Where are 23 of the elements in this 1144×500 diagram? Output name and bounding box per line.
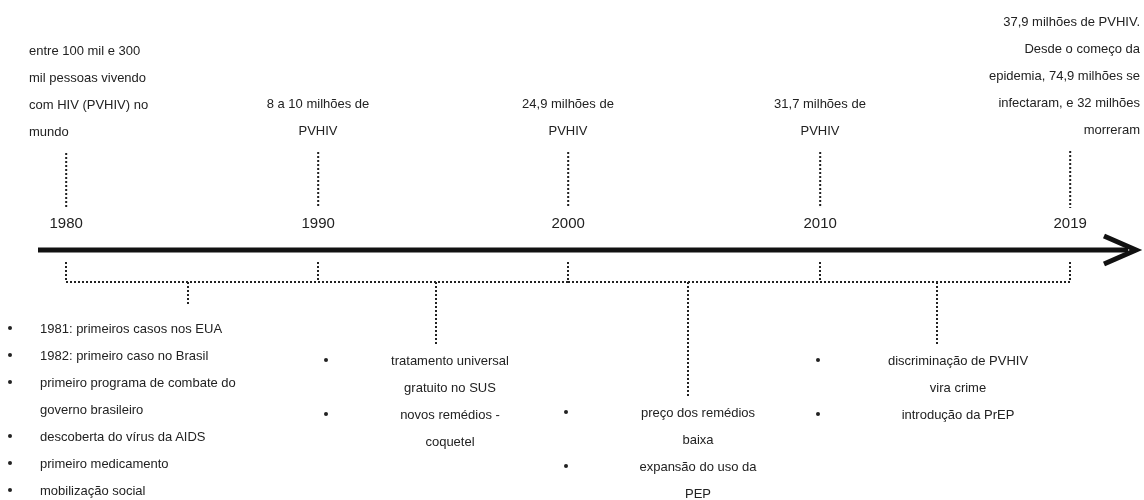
- dotted-connector: [567, 151, 570, 209]
- event-text: primeiro medicamento: [40, 455, 170, 473]
- year-label: 2000: [551, 214, 585, 232]
- milestone-text: 31,7 milhões de PVHIV: [765, 90, 875, 144]
- milestone-text: entre 100 mil e 300 mil pessoas vivendo com HIV (PVHIV) no mundo: [29, 37, 157, 145]
- milestone-text: 8 a 10 milhões de PVHIV: [263, 90, 373, 144]
- event-text: 1981: primeiros casos nos EUA: [40, 320, 224, 338]
- year-label: 1980: [49, 214, 83, 232]
- dotted-connector: [317, 151, 320, 209]
- year-label: 2010: [803, 214, 837, 232]
- dotted-connector: [819, 151, 822, 209]
- event-text: mobilização social: [40, 482, 147, 500]
- year-label: 2019: [1053, 214, 1087, 232]
- event-text: novos remédios - coquetel: [399, 406, 501, 451]
- event-text: 1982: primeiro caso no Brasil: [40, 347, 210, 365]
- dotted-connector: [1069, 150, 1072, 209]
- event-text: introdução da PrEP: [900, 406, 1016, 424]
- year-label: 1990: [301, 214, 335, 232]
- milestone-text: 37,9 milhões de PVHIV. Desde o começo da epidemia, 74,9 milhões se infectaram, e 32 milhões morreram: [968, 8, 1140, 143]
- dotted-connector: [65, 152, 68, 209]
- milestone-text: 24,9 milhões de PVHIV: [513, 90, 623, 144]
- event-text: expansão do uso da PEP: [638, 458, 758, 500]
- event-text: descoberta do vírus da AIDS: [40, 428, 207, 446]
